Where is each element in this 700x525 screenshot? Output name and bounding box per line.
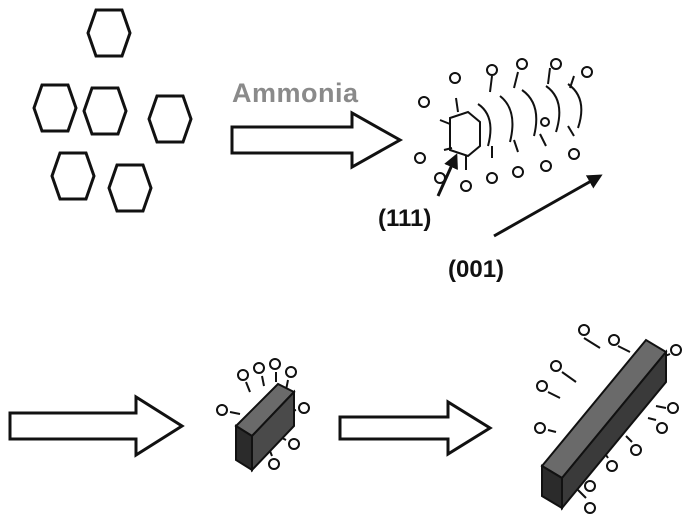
ligand [288, 438, 300, 450]
ligand [584, 480, 596, 492]
facet-111-pointer [436, 153, 458, 197]
ligand [550, 58, 562, 70]
ligand [237, 369, 249, 381]
facet-001-label: (001) [448, 256, 505, 283]
ligand [486, 64, 498, 76]
ligand [670, 344, 682, 356]
ligand [253, 362, 265, 374]
ligand [268, 458, 280, 470]
hexagon-seed [32, 83, 78, 133]
ligand [512, 166, 524, 178]
hexagon-cluster [32, 8, 193, 213]
ligand [667, 402, 679, 414]
crystal-layer [499, 95, 514, 143]
ligand [216, 404, 228, 416]
ligand [568, 148, 580, 160]
adsorption-stack [414, 58, 593, 192]
ligand [460, 180, 472, 192]
crystal-layer [477, 103, 492, 147]
crystal-layer [567, 83, 583, 129]
ligand [550, 360, 562, 372]
hexagon-seed [449, 110, 481, 158]
hexagon-seed [82, 86, 128, 136]
ligand [298, 402, 310, 414]
ligand [540, 117, 550, 127]
ligand [414, 152, 426, 164]
ligand [486, 172, 498, 184]
ligand [534, 422, 546, 434]
ligand [656, 422, 668, 434]
ligand [516, 58, 528, 70]
ligand [269, 358, 281, 370]
crystal-layer [521, 89, 538, 137]
ligand [578, 324, 590, 336]
long-rod [534, 324, 682, 514]
ligand [536, 380, 548, 392]
hexagon-seed [86, 8, 132, 58]
ligand [285, 366, 297, 378]
crystal-layer [545, 85, 561, 133]
hexagon-seed [107, 163, 153, 213]
hexagon-seed [50, 151, 96, 201]
ammonia-label: Ammonia [232, 78, 359, 108]
ligand [418, 96, 430, 108]
ligand [540, 160, 552, 172]
hexagon-seed [147, 94, 193, 144]
facet-111-label: (111) [378, 205, 432, 232]
ligand [606, 460, 618, 472]
process-arrow [338, 399, 493, 457]
ligand [581, 66, 593, 78]
process-arrow [230, 110, 404, 170]
ligand [630, 444, 642, 456]
process-arrow [8, 394, 185, 458]
ligand [584, 502, 596, 514]
short-rod [216, 358, 310, 473]
ligand [608, 334, 620, 346]
facet-001-pointer [493, 174, 603, 238]
ligand [449, 72, 461, 84]
